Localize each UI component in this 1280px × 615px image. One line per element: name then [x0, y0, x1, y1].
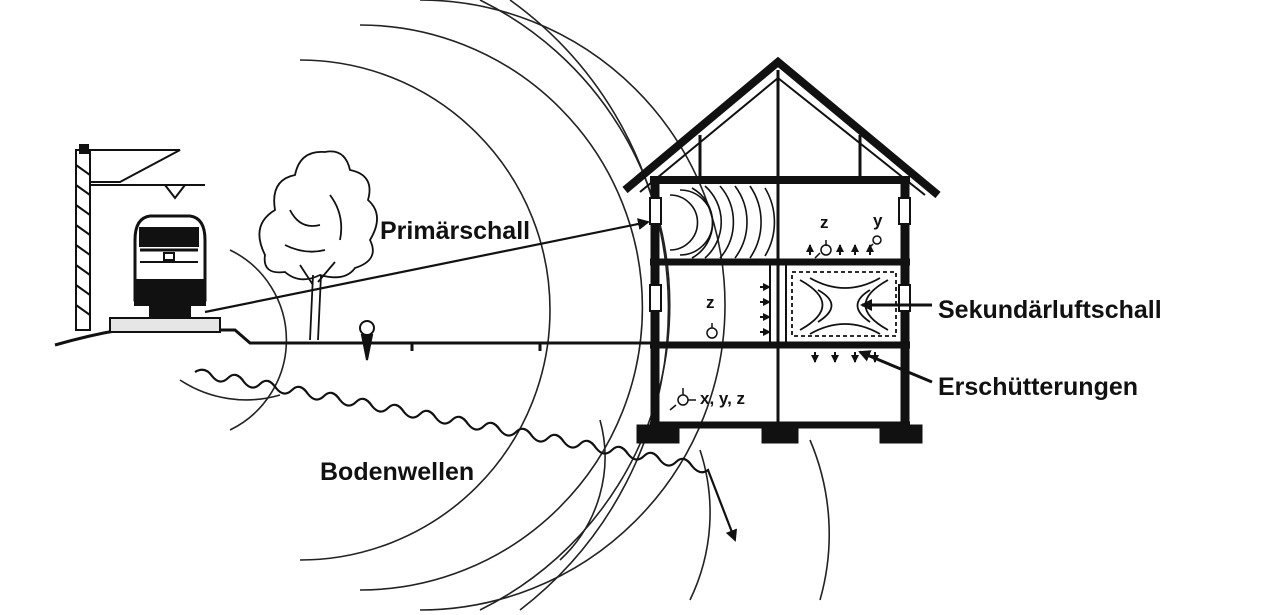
ground — [54, 317, 660, 351]
indoor-sound-waves — [669, 185, 776, 259]
secondary-sound-pattern — [791, 271, 897, 337]
ground-wave-arrow — [194, 368, 737, 542]
sound-wave-arcs — [179, 0, 830, 611]
tree — [258, 150, 378, 341]
label-axis-xyz-basement: x, y, z — [700, 389, 745, 408]
label-axis-z-upper: z — [820, 213, 829, 232]
ground-sensor — [359, 320, 375, 361]
house — [622, 56, 941, 444]
label-erschuetterungen: Erschütterungen — [938, 373, 1138, 401]
label-axis-y-upper: y — [873, 211, 883, 230]
train — [133, 214, 207, 318]
label-axis-z-middle: z — [706, 293, 715, 312]
label-bodenwellen: Bodenwellen — [320, 458, 474, 486]
label-sekundaerluftschall: Sekundärluftschall — [938, 296, 1162, 324]
catenary-mast — [75, 144, 205, 331]
measurement-sensors — [669, 235, 882, 411]
primary-sound-arrow — [204, 218, 650, 314]
vibration-pointer-arrow — [858, 350, 933, 384]
label-primaerschall: Primärschall — [380, 217, 530, 245]
